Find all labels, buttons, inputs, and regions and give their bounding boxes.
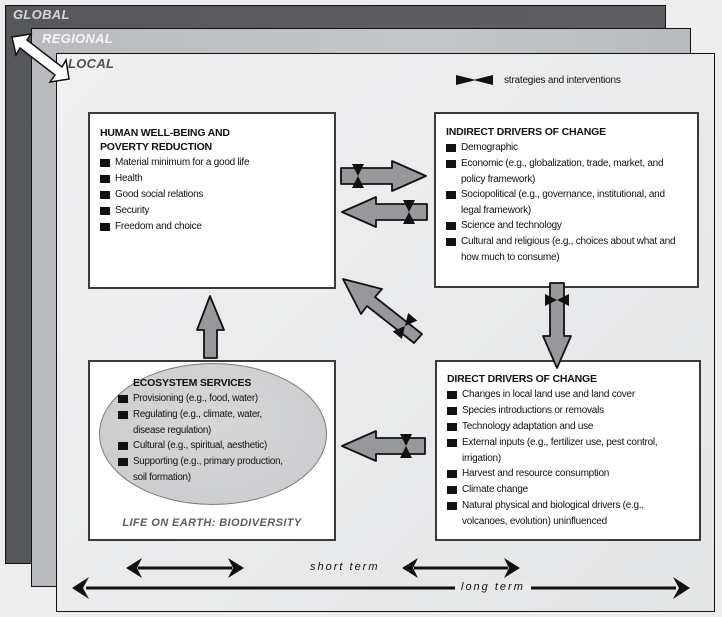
ecosystem-services-list: Provisioning (e.g., food, water) Regulat…	[118, 391, 318, 486]
indirect-drivers-title: INDIRECT DRIVERS OF CHANGE	[446, 126, 606, 138]
list-item: Sociopolitical (e.g., governance, instit…	[446, 187, 687, 218]
long-term-label: long term	[455, 581, 531, 593]
direct-drivers-title: DIRECT DRIVERS OF CHANGE	[447, 373, 597, 385]
list-item: Science and technology	[446, 218, 687, 234]
list-item: Good social relations	[100, 187, 324, 203]
bowtie-icon	[456, 75, 493, 85]
arrow-indirect-to-human	[341, 196, 428, 228]
human-well-being-list: Material minimum for a good life Health …	[100, 155, 324, 235]
ecosystem-services-box: ECOSYSTEM SERVICES Provisioning (e.g., f…	[88, 360, 336, 541]
list-item: Economic (e.g., globalization, trade, ma…	[446, 156, 687, 187]
list-item: Cultural and religious (e.g., choices ab…	[446, 234, 687, 265]
list-item: Harvest and resource consumption	[447, 466, 689, 482]
indirect-drivers-list: Demographic Economic (e.g., globalizatio…	[446, 140, 687, 265]
ecosystem-services-content: ECOSYSTEM SERVICES Provisioning (e.g., f…	[118, 376, 318, 486]
ecosystem-services-ellipse	[99, 363, 327, 505]
long-term-arrow	[72, 577, 690, 599]
regional-scale-label: REGIONAL	[42, 31, 114, 46]
arrow-direct-to-ecosystem	[341, 430, 426, 462]
list-item: Supporting (e.g., primary production, so…	[118, 454, 283, 486]
list-item: Cultural (e.g., spiritual, aesthetic)	[118, 438, 318, 454]
short-term-label: short term	[310, 561, 380, 573]
list-item: Species introductions or removals	[447, 403, 689, 419]
indirect-drivers-box: INDIRECT DRIVERS OF CHANGE Demographic E…	[434, 112, 699, 288]
arrow-indirect-to-direct	[542, 282, 572, 369]
ecosystem-services-title: ECOSYSTEM SERVICES	[133, 377, 252, 389]
short-term-arrow-left	[126, 558, 244, 578]
list-item: Technology adaptation and use	[447, 419, 689, 435]
list-item: Climate change	[447, 482, 689, 498]
list-item: Provisioning (e.g., food, water)	[118, 391, 318, 407]
list-item: Demographic	[446, 140, 687, 156]
direct-drivers-box: DIRECT DRIVERS OF CHANGE Changes in loca…	[435, 360, 701, 541]
arrow-ecosystem-to-human	[196, 295, 225, 359]
arrow-direct-to-human	[342, 278, 423, 344]
list-item: Material minimum for a good life	[100, 155, 324, 171]
short-term-arrow-right	[402, 558, 520, 578]
list-item: Health	[100, 171, 324, 187]
list-item: Natural physical and biological drivers …	[447, 498, 662, 529]
list-item: Changes in local land use and land cover	[447, 387, 689, 403]
arrow-human-to-indirect	[340, 160, 427, 192]
list-item: Regulating (e.g., climate, water, diseas…	[118, 407, 283, 439]
legend: strategies and interventions	[456, 74, 621, 86]
global-scale-label: GLOBAL	[13, 7, 70, 22]
local-scale-label: LOCAL	[68, 56, 115, 71]
title-line: HUMAN WELL-BEING AND	[100, 127, 230, 139]
list-item: External inputs (e.g., fertilizer use, p…	[447, 435, 689, 466]
direct-drivers-list: Changes in local land use and land cover…	[447, 387, 689, 529]
scale-double-arrow	[11, 32, 70, 84]
legend-label: strategies and interventions	[504, 74, 621, 86]
human-well-being-box: HUMAN WELL-BEING AND POVERTY REDUCTION M…	[88, 112, 336, 289]
human-well-being-title: HUMAN WELL-BEING AND POVERTY REDUCTION	[100, 126, 324, 154]
list-item: Security	[100, 203, 324, 219]
title-line: POVERTY REDUCTION	[100, 141, 212, 153]
list-item: Freedom and choice	[100, 219, 324, 235]
biodiversity-label: LIFE ON EARTH: BIODIVERSITY	[122, 517, 302, 529]
